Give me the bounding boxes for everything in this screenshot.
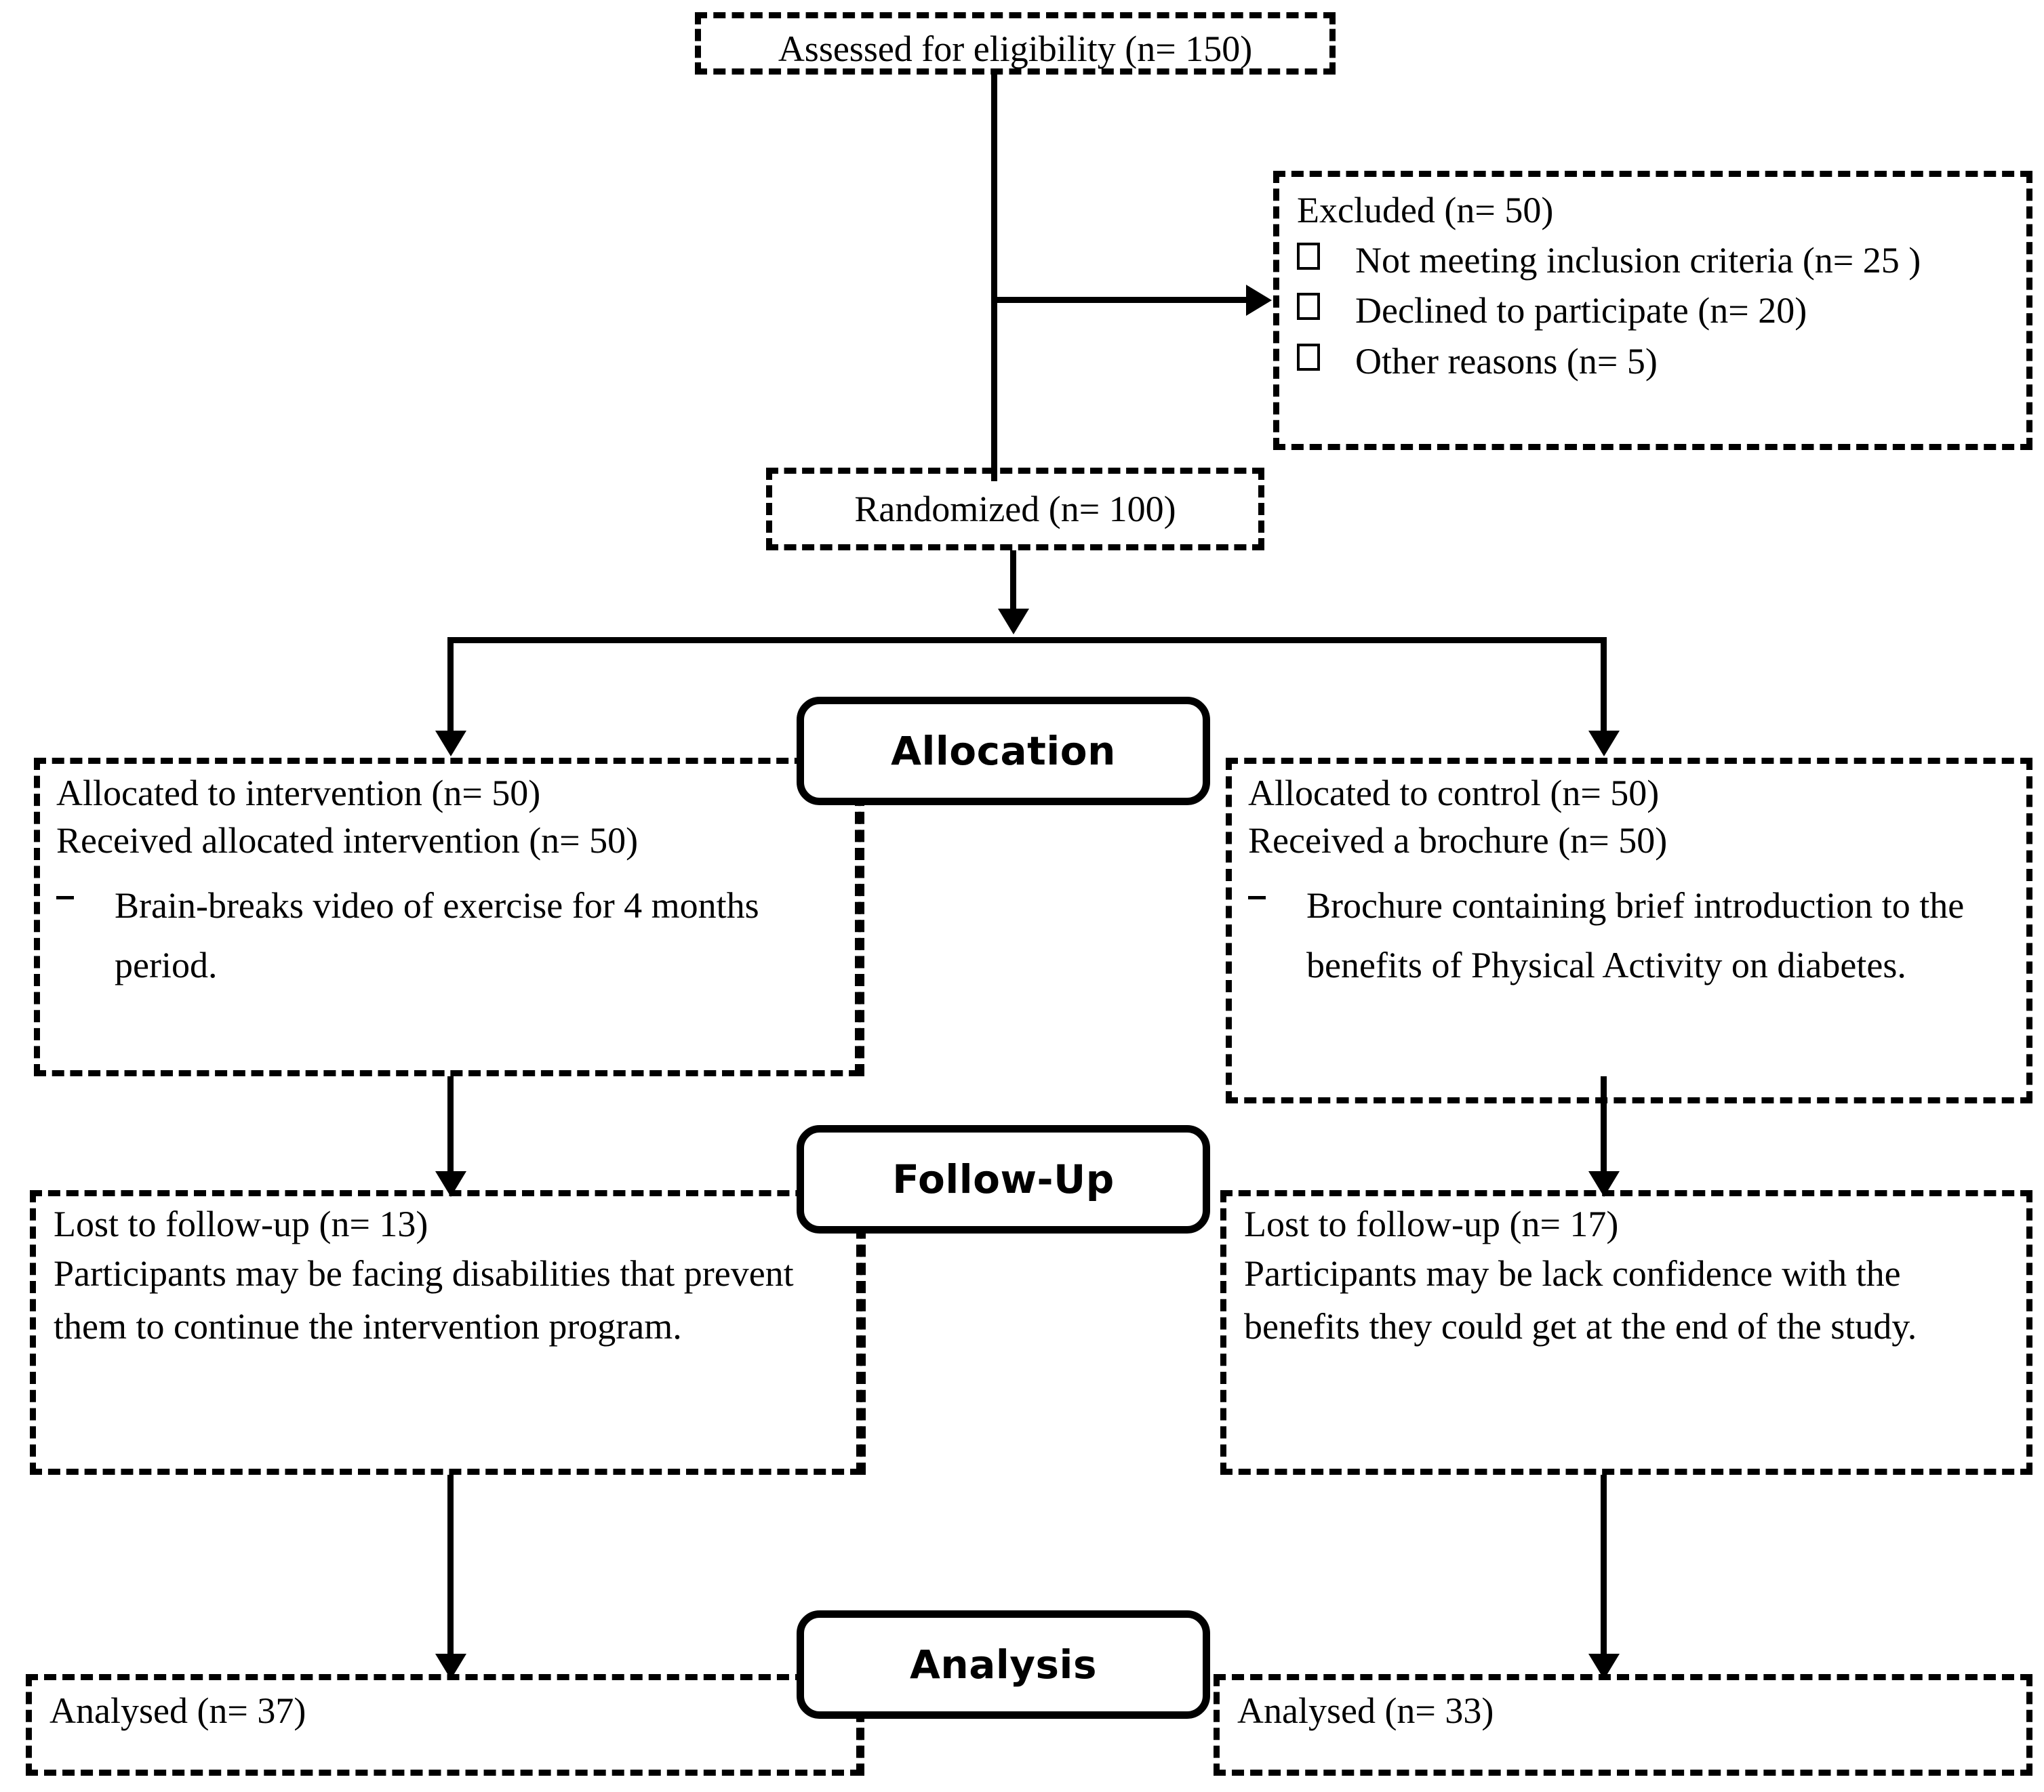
connector-split-to-control [1601,637,1607,746]
lost-intervention-reason-text: Participants may be facing disabilities … [54,1253,794,1347]
lost-control-box: Lost to follow-up (n= 17) Participants m… [1220,1190,2032,1475]
randomized-box: Randomized (n= 100) [766,468,1264,550]
connector-to-excluded-arrowhead [1246,285,1272,316]
checkbox-square-icon [1297,338,1355,378]
connector-intervention-followup-arrowhead [435,1171,466,1197]
excluded-reason-item: Not meeting inclusion criteria (n= 25 ) [1297,237,2009,284]
lost-control-reason-text: Participants may be lack confidence with… [1244,1253,1917,1347]
connector-control-to-followup [1601,1076,1607,1188]
stage-label-followup: Follow-Up [797,1125,1210,1234]
connector-split-to-intervention [447,637,454,746]
allocated-intervention-text: Allocated to intervention (n= 50) [56,773,541,813]
excluded-heading: Excluded (n= 50) [1297,190,1554,230]
stage-label-analysis-text: Analysis [910,1642,1097,1688]
stage-label-allocation: Allocation [797,697,1210,805]
connector-intervention-analysis-arrowhead [435,1654,466,1679]
control-detail-text: Brochure containing brief introduction t… [1306,885,1965,985]
excluded-reason-text: Not meeting inclusion criteria (n= 25 ) [1355,240,1921,281]
control-detail-item: Brochure containing brief introduction t… [1248,876,2010,995]
dash-bullet-icon [56,876,115,918]
analysed-intervention-box: Analysed (n= 37) [26,1674,862,1776]
excluded-box: Excluded (n= 50) Not meeting inclusion c… [1273,171,2032,450]
center-spine-left-lower [858,1674,864,1776]
intervention-detail-text: Brain-breaks video of exercise for 4 mon… [115,885,759,985]
analysed-control-box: Analysed (n= 33) [1214,1674,2032,1776]
connector-control-followup-arrowhead [1588,1171,1620,1197]
stage-label-followup-text: Follow-Up [892,1156,1115,1202]
assessed-for-eligibility-text: Assessed for eligibility (n= 150) [778,28,1253,69]
excluded-reason-item: Declined to participate (n= 20) [1297,287,2009,334]
allocated-control-text: Allocated to control (n= 50) [1248,773,1660,813]
excluded-reason-item: Other reasons (n= 5) [1297,338,2009,385]
lost-intervention-text: Lost to follow-up (n= 13) [54,1204,428,1244]
connector-control-arrowhead [1588,731,1620,756]
connector-randomized-stem [1010,550,1016,624]
center-spine-left-upper [858,758,864,1076]
connector-control-to-analysis [1601,1475,1607,1671]
excluded-reason-text: Other reasons (n= 5) [1355,340,1658,382]
connector-control-analysis-arrowhead [1588,1654,1620,1679]
connector-intervention-to-analysis [447,1475,454,1671]
connector-intervention-to-followup [447,1076,454,1188]
intervention-detail-item: Brain-breaks video of exercise for 4 mon… [56,876,839,995]
connector-randomized-arrowhead [998,609,1029,634]
excluded-reason-text: Declined to participate (n= 20) [1355,290,1807,331]
connector-intervention-arrowhead [435,731,466,756]
checkbox-square-icon [1297,237,1355,277]
lost-intervention-box: Lost to follow-up (n= 13) Participants m… [30,1190,862,1475]
assessed-for-eligibility-box: Assessed for eligibility (n= 150) [695,12,1336,75]
stage-label-allocation-text: Allocation [891,728,1116,774]
center-spine-left-mid [860,1190,866,1475]
analysed-intervention-text: Analysed (n= 37) [49,1690,306,1731]
allocated-intervention-box: Allocated to intervention (n= 50) Receiv… [34,758,861,1076]
analysed-control-text: Analysed (n= 33) [1237,1690,1494,1731]
allocation-split-bar [447,637,1607,643]
dash-bullet-icon [1248,876,1306,918]
stage-label-analysis: Analysis [797,1610,1210,1719]
received-control-text: Received a brochure (n= 50) [1248,820,1668,861]
randomized-text: Randomized (n= 100) [854,488,1176,529]
connector-to-excluded-line [991,297,1262,303]
lost-control-text: Lost to follow-up (n= 17) [1244,1204,1619,1244]
allocated-control-box: Allocated to control (n= 50) Received a … [1226,758,2032,1103]
received-intervention-text: Received allocated intervention (n= 50) [56,820,639,861]
checkbox-square-icon [1297,287,1355,327]
connector-assessed-to-randomized [991,75,997,481]
